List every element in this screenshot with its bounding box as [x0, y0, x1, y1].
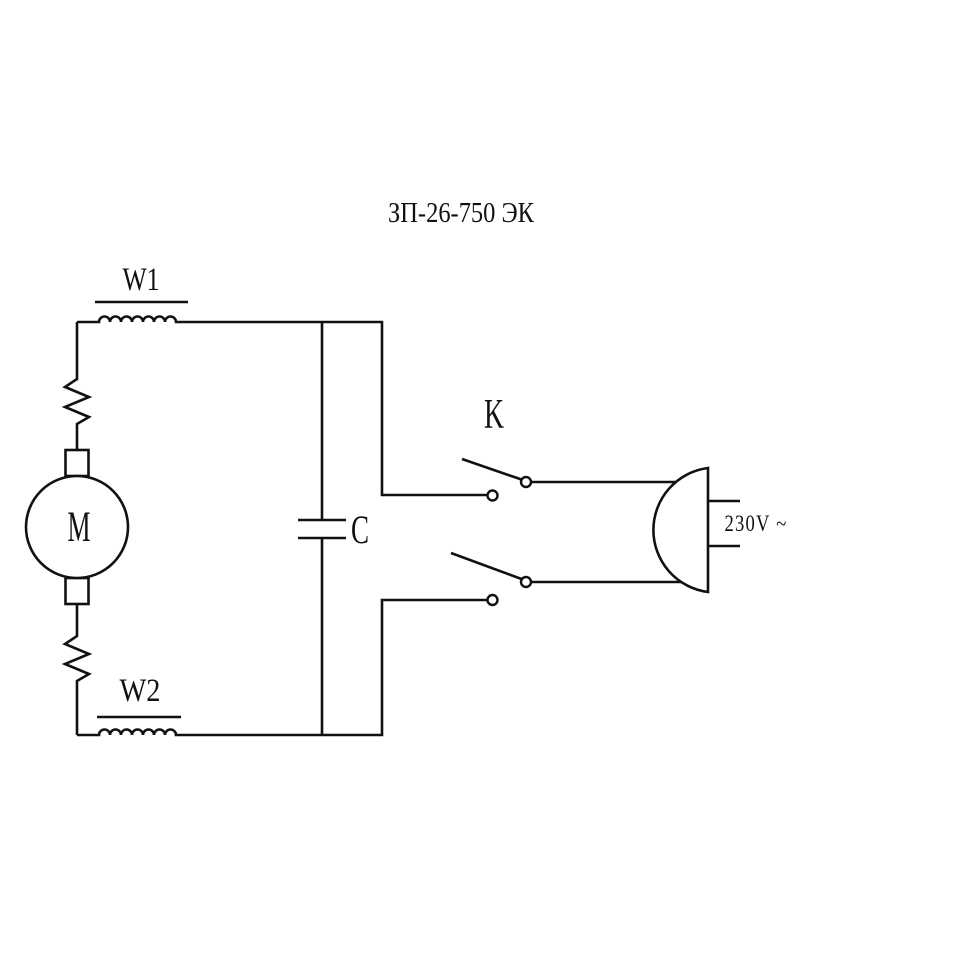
resistor-bottom: [61, 604, 93, 735]
resistor-top: [61, 322, 93, 450]
switch-upper-contact-left: [486, 489, 499, 502]
wire-top-with-w1-coil: [77, 315, 487, 497]
capacitor-symbol: [298, 322, 346, 735]
motor-circle: [24, 474, 130, 580]
motor-brush-bottom: [64, 576, 90, 606]
wire-group: [61, 300, 690, 737]
capacitor-label: C: [351, 507, 369, 552]
switch-lower-contact-left: [486, 593, 499, 607]
winding-w2-label: W2: [120, 673, 161, 709]
switch-lower-lever: [450, 551, 522, 581]
winding-w1-label: W1: [123, 262, 160, 298]
plug-prongs: [708, 499, 740, 548]
plug-body: [652, 466, 710, 594]
switch-upper-lever: [461, 457, 522, 481]
switch-upper-contact-right: [519, 475, 533, 489]
motor-group: [24, 448, 130, 606]
motor-brush-top: [64, 448, 90, 478]
wire-bottom-with-w2-coil: [77, 598, 487, 737]
switch-label: K: [484, 392, 504, 438]
switch-lower-contact-right: [519, 575, 533, 589]
schematic-title: ЗП-26-750 ЭК: [388, 197, 535, 229]
voltage-label: 230V ~: [725, 511, 788, 536]
switch-contacts: [486, 475, 533, 607]
motor-label: M: [68, 504, 91, 551]
